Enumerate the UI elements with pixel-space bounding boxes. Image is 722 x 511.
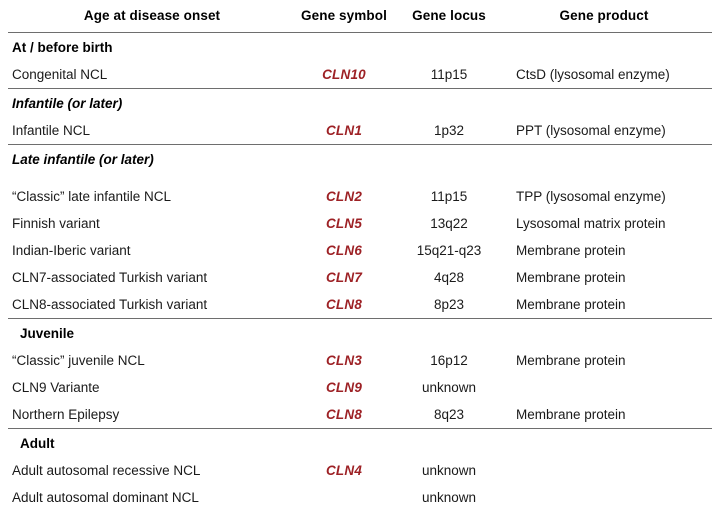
cell-onset: Infantile NCL [8, 117, 292, 145]
table-row: Finnish variant CLN5 13q22 Lysosomal mat… [8, 210, 712, 237]
section-heading-adult: Adult [8, 429, 712, 458]
cell-onset: “Classic” juvenile NCL [8, 347, 292, 374]
cell-gene-locus: unknown [396, 457, 508, 484]
cell-gene-locus: 16p12 [396, 347, 508, 374]
cell-gene-product: Membrane protein [508, 291, 712, 319]
cell-onset: Adult autosomal dominant NCL [8, 484, 292, 511]
ncl-classification-table: Age at disease onset Gene symbol Gene lo… [0, 0, 722, 488]
section-heading-row: Infantile (or later) [8, 89, 712, 118]
table-row: “Classic” juvenile NCL CLN3 16p12 Membra… [8, 347, 712, 374]
cell-gene-locus: 15q21-q23 [396, 237, 508, 264]
cell-gene-locus: unknown [396, 484, 508, 511]
cell-gene-product: CtsD (lysosomal enzyme) [508, 61, 712, 89]
table-row: Adult autosomal recessive NCL CLN4 unkno… [8, 457, 712, 484]
cell-gene-symbol [292, 484, 396, 511]
section-heading-row: Adult [8, 429, 712, 458]
header-row: Age at disease onset Gene symbol Gene lo… [8, 8, 712, 33]
section-heading-row: Late infantile (or later) [8, 145, 712, 174]
cell-onset: CLN7-associated Turkish variant [8, 264, 292, 291]
cell-onset: Adult autosomal recessive NCL [8, 457, 292, 484]
table-row: CLN9 Variante CLN9 unknown [8, 374, 712, 401]
cell-gene-product: Membrane protein [508, 264, 712, 291]
cell-gene-symbol: CLN7 [292, 264, 396, 291]
cell-gene-product [508, 374, 712, 401]
cell-onset: Congenital NCL [8, 61, 292, 89]
spacer-cell [8, 173, 712, 183]
cell-gene-symbol: CLN5 [292, 210, 396, 237]
cell-onset: “Classic” late infantile NCL [8, 183, 292, 210]
cell-gene-symbol: CLN3 [292, 347, 396, 374]
cell-gene-locus: 13q22 [396, 210, 508, 237]
section-heading-row: At / before birth [8, 33, 712, 62]
cell-gene-symbol: CLN2 [292, 183, 396, 210]
table-row: Infantile NCL CLN1 1p32 PPT (lysosomal e… [8, 117, 712, 145]
section-heading-juvenile: Juvenile [8, 319, 712, 348]
cell-gene-locus: 4q28 [396, 264, 508, 291]
table-body: At / before birth Congenital NCL CLN10 1… [8, 33, 712, 511]
cell-gene-product: Membrane protein [508, 347, 712, 374]
cell-gene-product [508, 457, 712, 484]
cell-gene-symbol: CLN6 [292, 237, 396, 264]
cell-gene-locus: 8q23 [396, 401, 508, 429]
column-header-gene-product: Gene product [508, 8, 712, 33]
table-header: Age at disease onset Gene symbol Gene lo… [8, 8, 712, 33]
column-header-age-at-disease-onset: Age at disease onset [8, 8, 292, 33]
cell-onset: Finnish variant [8, 210, 292, 237]
cell-onset: Northern Epilepsy [8, 401, 292, 429]
gene-table: Age at disease onset Gene symbol Gene lo… [8, 8, 712, 511]
cell-gene-locus: unknown [396, 374, 508, 401]
cell-gene-product: TPP (lysosomal enzyme) [508, 183, 712, 210]
cell-onset: Indian-Iberic variant [8, 237, 292, 264]
table-row: “Classic” late infantile NCL CLN2 11p15 … [8, 183, 712, 210]
cell-gene-locus: 8p23 [396, 291, 508, 319]
cell-onset: CLN8-associated Turkish variant [8, 291, 292, 319]
cell-gene-product: PPT (lysosomal enzyme) [508, 117, 712, 145]
cell-gene-product: Lysosomal matrix protein [508, 210, 712, 237]
cell-gene-product: Membrane protein [508, 237, 712, 264]
table-row: Northern Epilepsy CLN8 8q23 Membrane pro… [8, 401, 712, 429]
section-heading-at-before-birth: At / before birth [8, 33, 712, 62]
section-heading-row: Juvenile [8, 319, 712, 348]
table-row: Congenital NCL CLN10 11p15 CtsD (lysosom… [8, 61, 712, 89]
cell-gene-symbol: CLN8 [292, 291, 396, 319]
cell-onset: CLN9 Variante [8, 374, 292, 401]
cell-gene-locus: 11p15 [396, 183, 508, 210]
cell-gene-symbol: CLN9 [292, 374, 396, 401]
table-row: CLN8-associated Turkish variant CLN8 8p2… [8, 291, 712, 319]
table-row: Indian-Iberic variant CLN6 15q21-q23 Mem… [8, 237, 712, 264]
table-row: CLN7-associated Turkish variant CLN7 4q2… [8, 264, 712, 291]
cell-gene-locus: 11p15 [396, 61, 508, 89]
column-header-gene-locus: Gene locus [396, 8, 508, 33]
cell-gene-locus: 1p32 [396, 117, 508, 145]
cell-gene-symbol: CLN1 [292, 117, 396, 145]
cell-gene-symbol: CLN4 [292, 457, 396, 484]
section-heading-infantile: Infantile (or later) [8, 89, 712, 118]
column-header-gene-symbol: Gene symbol [292, 8, 396, 33]
cell-gene-product: Membrane protein [508, 401, 712, 429]
section-spacer [8, 173, 712, 183]
section-heading-late-infantile: Late infantile (or later) [8, 145, 712, 174]
table-row: Adult autosomal dominant NCL unknown [8, 484, 712, 511]
cell-gene-product [508, 484, 712, 511]
cell-gene-symbol: CLN8 [292, 401, 396, 429]
cell-gene-symbol: CLN10 [292, 61, 396, 89]
